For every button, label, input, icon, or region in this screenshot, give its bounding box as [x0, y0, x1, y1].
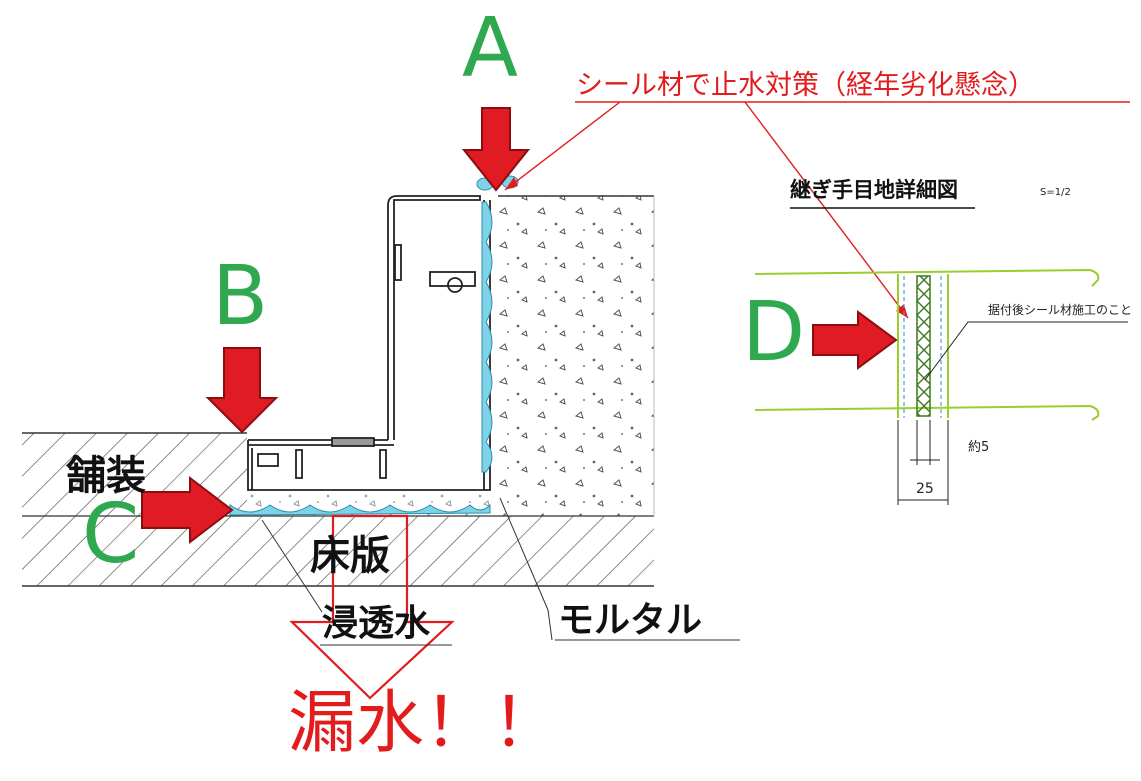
- paving-label: 舗装: [66, 453, 146, 499]
- slab-label: 床版: [310, 533, 390, 579]
- dim-25: 25: [916, 481, 934, 497]
- leak-label: 漏水！！: [288, 684, 561, 763]
- expansion-joint-member: [247, 195, 491, 491]
- arrow-a: [461, 107, 531, 192]
- mortar-block: [248, 195, 655, 516]
- joint-detail-drawing: [754, 207, 1128, 505]
- dim-about5: 約5: [968, 440, 990, 455]
- label-b: B: [212, 249, 269, 344]
- detail-title: 継ぎ手目地詳細図: [790, 178, 958, 202]
- seal-note: シール材で止水対策（経年劣化懸念）: [576, 70, 1035, 101]
- seepage-water: [229, 175, 519, 516]
- seepage-label: 浸透水: [322, 603, 431, 644]
- detail-note: 据付後シール材施工のこと: [988, 303, 1133, 317]
- arrow-c: [141, 475, 234, 545]
- floor-slab: [22, 515, 654, 587]
- leader-lines: [261, 101, 1130, 646]
- mortar-label: モルタル: [558, 600, 703, 641]
- label-d: D: [742, 285, 806, 380]
- scale-label: S=1/2: [1040, 187, 1071, 198]
- arrow-b: [205, 347, 279, 434]
- label-a: A: [462, 1, 519, 96]
- seepage-arrow: [289, 514, 455, 700]
- label-c: C: [82, 487, 140, 582]
